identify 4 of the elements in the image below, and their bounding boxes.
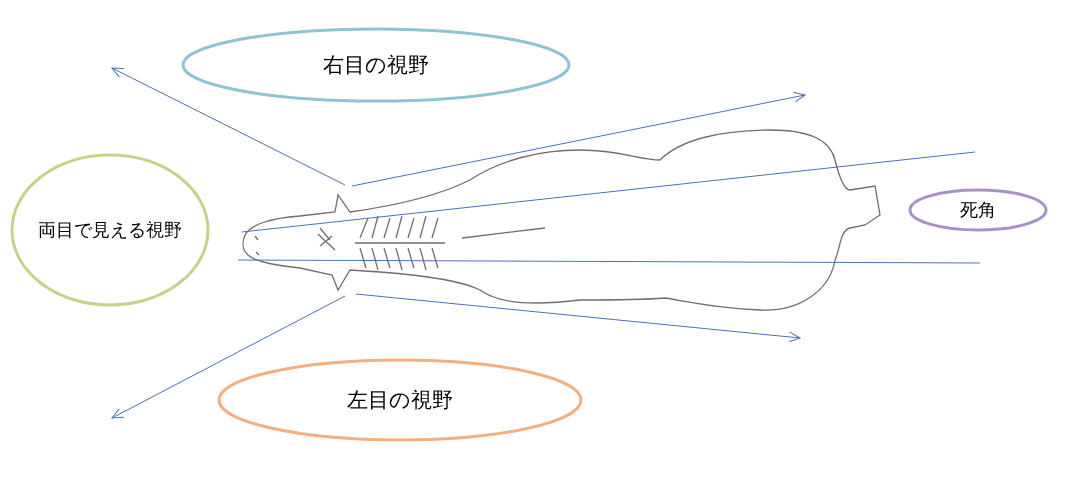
field-label: 死角 — [960, 198, 996, 222]
field-label: 左目の視野 — [347, 387, 453, 414]
field-label: 両目で見える視野 — [38, 218, 182, 242]
field-label: 右目の視野 — [323, 52, 429, 79]
